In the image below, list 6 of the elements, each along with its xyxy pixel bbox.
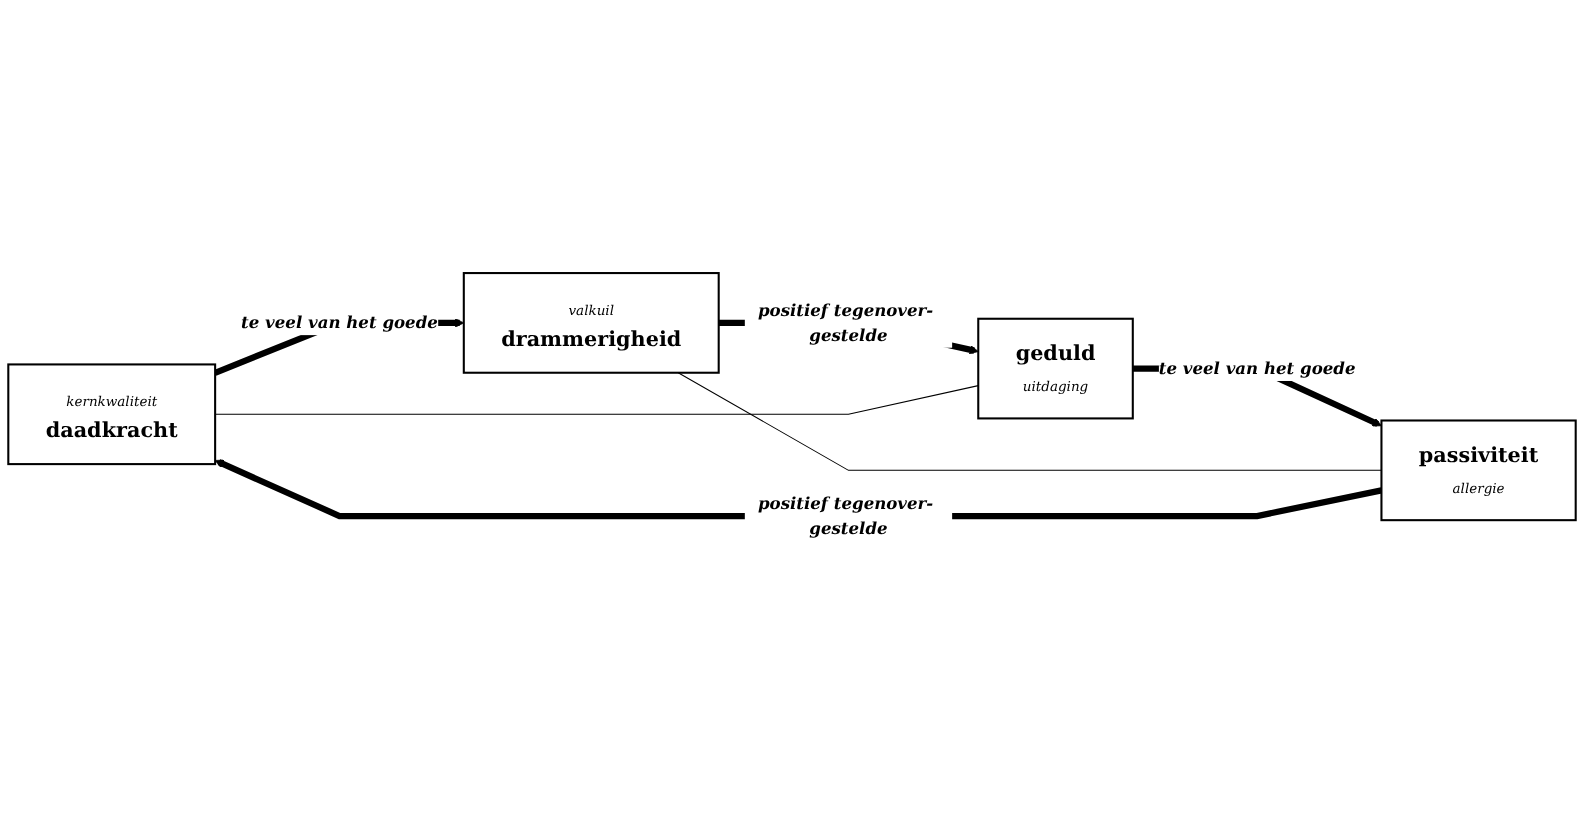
edge-label: te veel van het goede (1158, 358, 1356, 378)
edge-label: te veel van het goede (241, 312, 438, 333)
connector (677, 372, 1382, 471)
connector (214, 385, 979, 415)
edge-label: positief tegenover- gestelde (757, 493, 934, 538)
edge-label: positief tegenover- gestelde (757, 300, 934, 345)
